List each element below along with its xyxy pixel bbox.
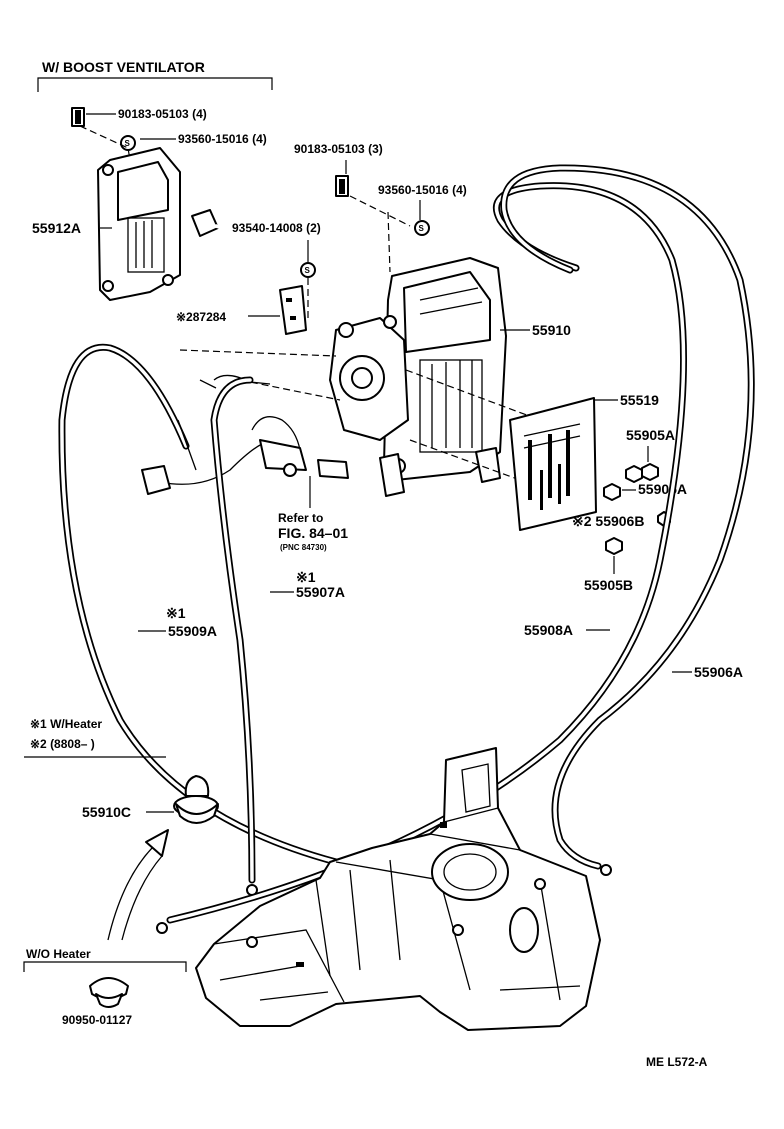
note-55907A: ※1 <box>296 569 316 585</box>
connector-assembly-refer <box>141 374 349 495</box>
note-8808: ※2 (8808– ) <box>30 737 95 751</box>
label-287284: ※287284 <box>176 310 226 324</box>
label-55519: 55519 <box>620 392 659 408</box>
bracket-55912A <box>97 147 181 301</box>
direction-arrow <box>107 829 169 941</box>
note-w-heater: ※1 W/Heater <box>30 717 102 731</box>
section-title: W/ BOOST VENTILATOR <box>42 59 205 75</box>
cable-55907A <box>210 376 258 896</box>
cable-55906A <box>500 164 755 876</box>
washer-93560-left: S <box>120 135 136 151</box>
label-90183-05103-3: 90183-05103 (3) <box>294 142 383 156</box>
label-90183-05103-4: 90183-05103 (4) <box>118 107 207 121</box>
screw-90183-small-right <box>335 175 349 197</box>
refer-line3: (PNC 84730) <box>280 543 327 552</box>
note-55909A: ※1 <box>166 605 186 621</box>
svg-text:S: S <box>125 139 131 148</box>
svg-text:S: S <box>305 266 311 275</box>
label-55908A: 55908A <box>524 622 573 638</box>
label-55905B: 55905B <box>584 577 633 593</box>
label-93560-15016-4-right: 93560-15016 (4) <box>378 183 467 197</box>
label-55905A-1: 55905A <box>626 427 675 443</box>
refer-line1: Refer to <box>278 511 323 525</box>
refer-line2: FIG. 84–01 <box>278 525 348 541</box>
grommet-55910C <box>173 775 219 824</box>
heater-housing <box>195 747 601 1031</box>
label-55906A: 55906A <box>694 664 743 680</box>
cover-55519 <box>509 397 597 531</box>
label-55912A: 55912A <box>32 220 81 236</box>
svg-text:S: S <box>419 224 425 233</box>
label-55905A-2: 55905A <box>638 481 687 497</box>
washer-93540: S <box>300 262 316 278</box>
resistor-287284 <box>279 285 307 335</box>
nut-55905B <box>605 537 623 555</box>
connector-with-wire <box>191 209 286 302</box>
washer-93560-right: S <box>414 220 430 236</box>
screw-90183-small-left <box>71 107 85 127</box>
label-55910: 55910 <box>532 322 571 338</box>
nut-55905A-1 <box>625 463 659 483</box>
notes-block: ※1 W/Heater ※2 (8808– ) <box>24 717 166 758</box>
label-55907A: 55907A <box>296 584 345 600</box>
label-55910C: 55910C <box>82 804 131 820</box>
label-93560-15016-4-left: 93560-15016 (4) <box>178 132 267 146</box>
label-55909A: 55909A <box>168 623 217 639</box>
label-wo-heater: W/O Heater <box>26 947 91 961</box>
footer-code: ME L572-A <box>646 1055 708 1069</box>
boost-ventilator-header: W/ BOOST VENTILATOR <box>37 59 273 92</box>
wo-heater-block: W/O Heater 90950-01127 <box>23 947 187 1027</box>
label-55906B: ※2 55906B <box>572 513 644 529</box>
label-90950-01127: 90950-01127 <box>62 1013 132 1027</box>
label-93540-14008-2: 93540-14008 (2) <box>232 221 321 235</box>
blower-assembly-55910 <box>329 257 507 497</box>
